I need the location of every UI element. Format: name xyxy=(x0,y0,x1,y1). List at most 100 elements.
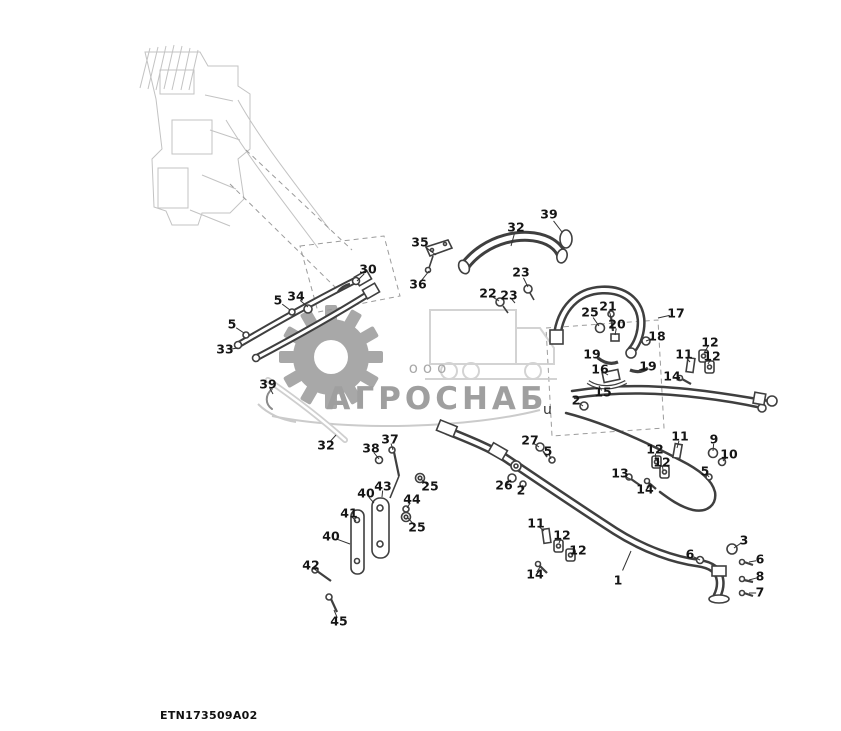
callout-leader xyxy=(506,479,512,485)
callout-8: 8 xyxy=(756,569,765,584)
callout-1: 1 xyxy=(614,573,623,588)
callout-23: 23 xyxy=(500,288,517,303)
callout-leader xyxy=(229,347,239,350)
callout-leader xyxy=(381,490,384,498)
callout-leader xyxy=(571,551,577,554)
callout-5: 5 xyxy=(274,293,283,308)
callout-leader xyxy=(553,220,563,233)
callout-5: 5 xyxy=(228,317,237,332)
ghost-hose xyxy=(265,377,348,443)
callout-leader xyxy=(313,567,319,573)
callout-leader xyxy=(622,550,632,571)
callout-leader xyxy=(299,300,309,308)
callout-20: 20 xyxy=(608,317,626,332)
dashed-guides xyxy=(229,149,665,437)
callout-leader xyxy=(548,454,552,460)
callout-leader xyxy=(368,496,375,504)
callout-11: 11 xyxy=(671,429,688,444)
callout-12: 12 xyxy=(653,455,670,470)
callout-26: 26 xyxy=(495,478,513,493)
callout-leader xyxy=(420,478,428,485)
callout-14: 14 xyxy=(636,482,654,497)
callout-leader xyxy=(390,443,394,451)
callout-leader xyxy=(614,328,617,336)
callout-41: 41 xyxy=(340,506,357,521)
callout-13: 13 xyxy=(611,466,628,481)
callout-leader xyxy=(536,566,541,573)
callout-leader xyxy=(425,246,437,256)
callout-leader xyxy=(578,402,584,407)
callout-36: 36 xyxy=(409,277,427,292)
callout-25: 25 xyxy=(581,305,598,320)
watermark-swoosh xyxy=(271,409,541,428)
callout-leader xyxy=(712,443,715,452)
small-parts xyxy=(233,229,778,613)
callout-leader xyxy=(608,310,612,318)
callout-6: 6 xyxy=(686,547,695,562)
engine-sketch xyxy=(139,44,331,249)
callout-leader xyxy=(521,484,524,490)
callout-9: 9 xyxy=(710,432,719,447)
callout-33: 33 xyxy=(216,342,233,357)
callout-22: 22 xyxy=(479,286,496,301)
watermark-swoosh-tail xyxy=(257,403,297,423)
callout-18: 18 xyxy=(648,329,665,344)
callout-2: 2 xyxy=(517,483,526,498)
callout-leader xyxy=(676,440,680,449)
callout-12: 12 xyxy=(569,543,586,558)
callout-34: 34 xyxy=(287,289,305,304)
callout-5: 5 xyxy=(544,444,553,459)
callout-leader xyxy=(421,270,430,281)
callout-leader xyxy=(281,303,291,311)
callout-leader xyxy=(373,452,380,460)
callout-14: 14 xyxy=(526,567,544,582)
callout-45: 45 xyxy=(330,614,347,629)
annotation-u: u xyxy=(543,402,552,418)
callout-leader xyxy=(674,377,682,381)
callout-leader xyxy=(748,577,757,581)
callout-leader xyxy=(645,337,654,342)
callout-leader xyxy=(733,543,741,549)
callout-leader xyxy=(491,296,500,302)
callout-6: 6 xyxy=(756,552,765,567)
callout-40: 40 xyxy=(357,486,375,501)
callout-leader xyxy=(351,516,357,522)
callout-12: 12 xyxy=(646,442,663,457)
callout-leader xyxy=(235,327,245,334)
callout-27: 27 xyxy=(521,433,538,448)
callout-leader xyxy=(657,314,670,319)
callout-30: 30 xyxy=(359,262,377,277)
callout-leader xyxy=(356,273,365,282)
callout-leader xyxy=(510,298,516,304)
callout-leader xyxy=(654,453,657,461)
callout-39: 39 xyxy=(259,377,276,392)
callout-12: 12 xyxy=(703,349,720,364)
callout-35: 35 xyxy=(411,235,428,250)
callout-32: 32 xyxy=(317,438,334,453)
callout-37: 37 xyxy=(381,432,398,447)
callout-leader xyxy=(532,442,540,448)
callout-leader xyxy=(707,359,712,365)
callout-39: 39 xyxy=(540,207,557,222)
callout-16: 16 xyxy=(591,362,609,377)
callout-leader xyxy=(329,434,337,443)
callout-leader xyxy=(594,356,602,362)
callout-11: 11 xyxy=(675,347,692,362)
callout-17: 17 xyxy=(667,306,684,321)
callout-leader xyxy=(538,526,545,532)
callout-15: 15 xyxy=(594,385,611,400)
callout-leader xyxy=(592,317,600,327)
callout-leader xyxy=(510,234,515,247)
callout-5: 5 xyxy=(701,464,710,479)
callout-12: 12 xyxy=(701,335,718,350)
callout-44: 44 xyxy=(403,492,421,507)
callout-leader xyxy=(333,609,338,618)
callout-19: 19 xyxy=(639,359,656,374)
callout-leader xyxy=(406,502,411,509)
callout-10: 10 xyxy=(720,447,738,462)
callout-leader xyxy=(623,475,631,480)
callout-leader xyxy=(646,482,651,488)
callout-leader xyxy=(598,385,603,391)
